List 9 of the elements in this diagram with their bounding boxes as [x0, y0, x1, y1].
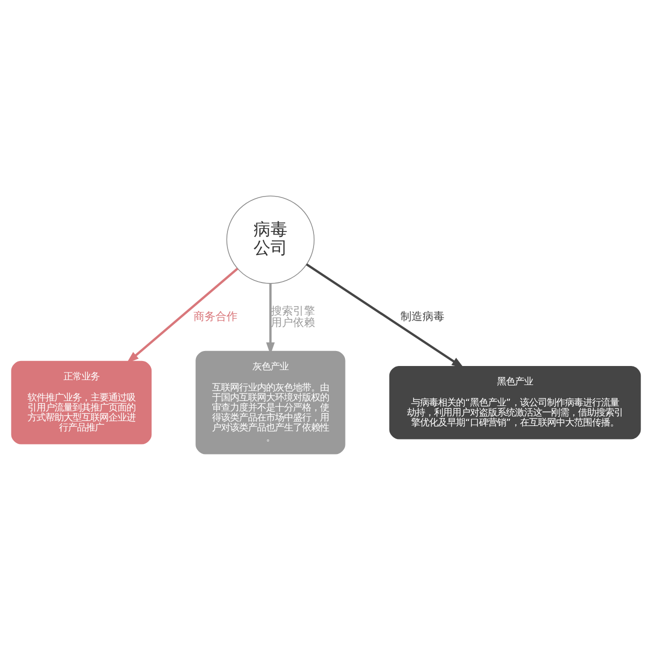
- arrow: [306, 263, 464, 368]
- node-circle: 病毒公司: [226, 196, 315, 284]
- node-box: 黑色产业 与病毒相关的“黑色产业”，该公司制作病毒进行流量劫持，利用用户对盗版系统激活这一刚需，借助搜索引擎优化及早期“口碑营销”，在互联网中大范围传播。: [389, 366, 641, 440]
- arrow: [126, 268, 238, 364]
- node-box: 正常业务 软件推广业务，主要通过吸引用户流量到其推广页面的方式帮助大型互联网企业进行产品推广: [11, 360, 152, 444]
- edge-label: 商务合作: [194, 310, 238, 324]
- edge-label: 搜索引擎用户依赖: [270, 304, 315, 329]
- edge-label: 制造病毒: [400, 310, 444, 324]
- node-box: 灰色产业 互联网行业内的灰色地带。由于国内互联网大环境对版权的审查力度并不是十分严格，使得该类产品在市场中盛行，用户对该类产品也产生了依赖性。: [196, 350, 346, 454]
